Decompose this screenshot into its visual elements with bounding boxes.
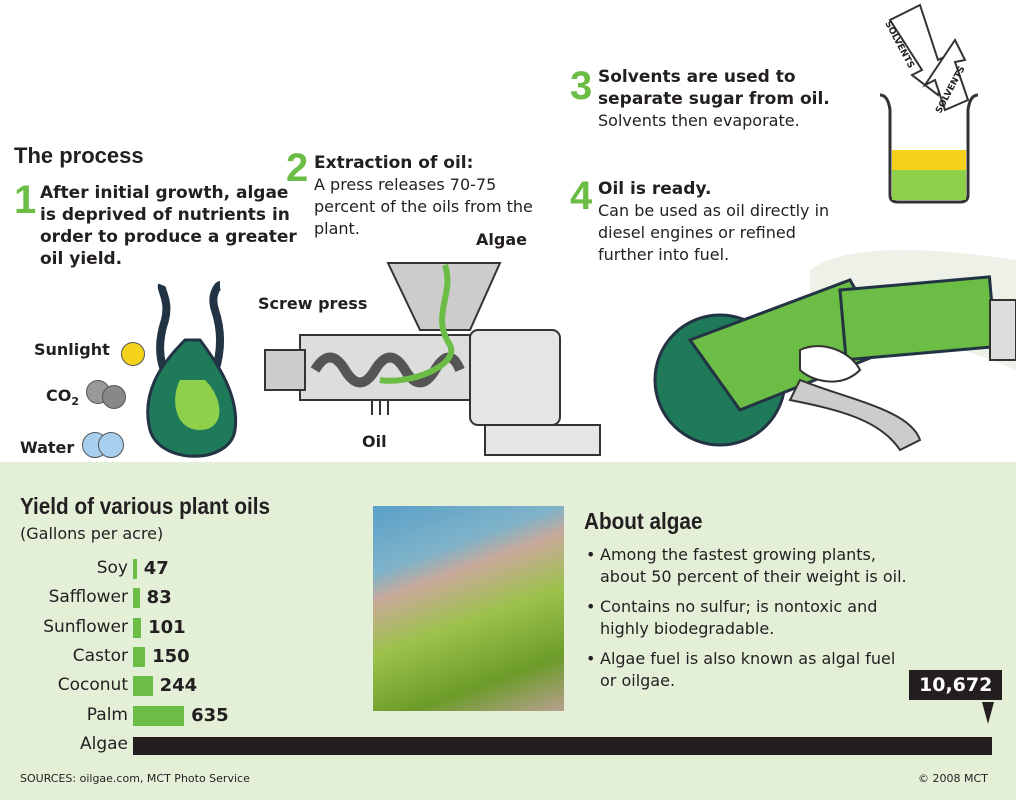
copyright-text: © 2008 MCT (918, 772, 988, 785)
bar-coconut (133, 676, 153, 697)
co2-label: CO2 (46, 386, 79, 408)
bar-palm (133, 705, 185, 726)
step-2-heading: Extraction of oil: (314, 153, 474, 173)
step-4-heading: Oil is ready. (598, 179, 712, 199)
step-3-heading: Solvents are used to separate sugar from… (598, 67, 830, 109)
value-label: 150 (152, 645, 190, 667)
fuel-nozzle-illustration (653, 250, 1016, 452)
step-2-number: 2 (286, 146, 309, 190)
value-label: 83 (146, 587, 172, 609)
about-list: Among the fastest growing plants, about … (584, 544, 914, 700)
category-label: Palm (86, 704, 128, 725)
chart-subtitle: (Gallons per acre) (20, 524, 164, 543)
about-bullet: Algae fuel is also known as algal fuel o… (584, 648, 914, 692)
bar-sunflower (133, 617, 142, 638)
step-3-block: Solvents are used to separate sugar from… (598, 66, 838, 132)
value-label: 101 (148, 616, 186, 638)
process-title: The process (14, 143, 144, 168)
algae-photo (373, 506, 564, 711)
step-2-block: Extraction of oil: A press releases 70-7… (314, 152, 539, 240)
category-label: Safflower (48, 587, 128, 608)
sunlight-label: Sunlight (34, 340, 110, 359)
step-1-text: After initial growth, algae is deprived … (40, 183, 297, 269)
screw-press-label: Screw press (258, 294, 368, 313)
category-label: Coconut (57, 675, 128, 696)
water-drop-icon (98, 432, 124, 458)
water-label: Water (20, 438, 75, 457)
co2-bubble-icon (102, 385, 126, 409)
step-3-text: Solvents then evaporate. (598, 111, 800, 130)
co2-subscript: 2 (71, 395, 79, 409)
bar-castor (133, 646, 146, 667)
step-4-block: Oil is ready. Can be used as oil directl… (598, 178, 848, 266)
value-label: 635 (191, 704, 229, 726)
sun-icon (121, 342, 145, 366)
category-label: Sunflower (43, 616, 128, 637)
algae-cell-illustration (146, 281, 238, 458)
step-4-number: 4 (570, 174, 593, 218)
bar-safflower (133, 588, 140, 609)
algae-value-callout: 10,672 (909, 670, 1003, 700)
bar-soy (133, 559, 137, 579)
chart-title: Yield of various plant oils (20, 493, 270, 519)
algae-label: Algae (476, 230, 527, 249)
co2-text: CO (46, 386, 72, 405)
category-label: Algae (79, 733, 128, 754)
step-2-text: A press releases 70-75 percent of the oi… (314, 175, 533, 238)
beaker-illustration (879, 3, 979, 204)
bar-algae (133, 736, 992, 755)
sources-text: SOURCES: oilgae.com, MCT Photo Service (20, 772, 250, 785)
category-label: Soy (96, 558, 128, 578)
step-4-text: Can be used as oil directly in diesel en… (598, 201, 830, 264)
value-label: 244 (159, 675, 198, 697)
oil-label: Oil (362, 432, 387, 451)
about-bullet: Contains no sulfur; is nontoxic and high… (584, 596, 914, 640)
step-1-number: 1 (14, 178, 37, 222)
screw-press-illustration (264, 262, 601, 456)
about-title: About algae (584, 508, 703, 534)
about-bullet: Among the fastest growing plants, about … (584, 544, 914, 588)
callout-pointer (982, 702, 994, 724)
value-label: 47 (143, 558, 169, 579)
category-label: Castor (72, 645, 128, 666)
step-3-number: 3 (570, 64, 593, 108)
